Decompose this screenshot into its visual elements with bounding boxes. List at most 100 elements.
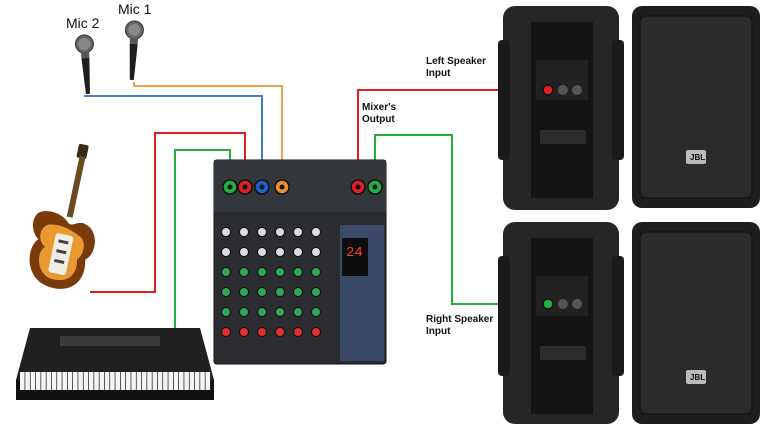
mixer-knob <box>275 267 285 277</box>
mixer-knob <box>275 287 285 297</box>
mixer-knob <box>275 307 285 317</box>
white-key <box>157 372 163 390</box>
mic2-label: Mic 2 <box>66 15 100 31</box>
right-speaker-front: JBL <box>632 222 760 424</box>
mixer-knob <box>257 327 267 337</box>
mixer-knob <box>293 307 303 317</box>
mixer-knob <box>311 287 321 297</box>
mic1-label: Mic 1 <box>118 1 152 17</box>
white-key <box>99 372 105 390</box>
white-key <box>205 372 211 390</box>
mic2-cable <box>84 95 263 180</box>
white-key <box>88 372 94 390</box>
white-key <box>152 372 158 390</box>
mixer-knob <box>293 267 303 277</box>
mixer: 24 <box>213 159 387 365</box>
mixer-knob <box>275 247 285 257</box>
white-key <box>20 372 25 390</box>
left-speaker-input-label: Left Speaker Input <box>426 56 486 80</box>
white-key <box>78 372 83 390</box>
white-key <box>46 372 52 390</box>
white-key <box>51 372 57 390</box>
mixer-knob <box>239 267 249 277</box>
mic1-jack <box>274 179 290 195</box>
right-output-jack <box>367 179 383 195</box>
right-speaker-input-line1: Right Speaker <box>426 314 494 325</box>
mixer-knob <box>293 287 303 297</box>
white-key <box>120 372 126 390</box>
white-key <box>73 372 78 390</box>
white-key <box>57 372 62 390</box>
left-speaker-back <box>498 6 624 210</box>
mixer-knob <box>221 247 231 257</box>
mixer-knob <box>221 267 231 277</box>
mixer-output-line1: Mixer's <box>362 102 397 113</box>
left-output-cable <box>357 89 547 180</box>
mixer-knob <box>221 307 231 317</box>
mixer-knob <box>275 327 285 337</box>
mixer-knob <box>257 267 267 277</box>
white-key <box>141 372 147 390</box>
white-key <box>62 372 67 390</box>
mixer-knob <box>221 327 231 337</box>
mixer-knob <box>221 287 231 297</box>
mixer-knob <box>311 267 321 277</box>
white-key <box>194 372 200 390</box>
keyboard-jack <box>222 179 238 195</box>
left-speaker-front: JBL <box>632 6 760 208</box>
mixer-knob <box>257 227 267 237</box>
white-key <box>136 372 142 390</box>
mixer-knob <box>239 307 249 317</box>
electric-guitar <box>29 143 95 289</box>
white-key <box>35 372 41 390</box>
left-speaker-input-line1: Left Speaker <box>426 56 487 67</box>
white-key <box>30 372 36 390</box>
white-key <box>189 372 195 390</box>
mixer-knob <box>311 327 321 337</box>
white-key <box>67 372 73 390</box>
white-key <box>83 372 89 390</box>
keyboard-keys <box>20 372 211 390</box>
mixer-output-label: Mixer's Output <box>362 102 396 126</box>
mixer-knob <box>239 287 249 297</box>
white-key <box>184 372 189 390</box>
mixer-knob <box>257 247 267 257</box>
mixer-knob <box>293 227 303 237</box>
mixer-knob <box>257 287 267 297</box>
white-key <box>41 372 46 390</box>
white-key <box>168 372 173 390</box>
white-key <box>110 372 115 390</box>
white-key <box>179 372 184 390</box>
mixer-knob <box>311 247 321 257</box>
left-speaker-input-line2: Input <box>426 68 451 79</box>
right-speaker-back <box>498 222 624 424</box>
guitar-cable <box>90 132 246 293</box>
white-key <box>147 372 152 390</box>
white-key <box>163 372 168 390</box>
mixer-knob <box>239 247 249 257</box>
mixer-knobs <box>221 227 321 337</box>
mixer-knob <box>293 327 303 337</box>
white-key <box>173 372 179 390</box>
mic1-cable <box>133 82 283 180</box>
white-key <box>94 372 99 390</box>
right-speaker-logo: JBL <box>690 373 705 382</box>
mixer-knob <box>221 227 231 237</box>
right-speaker-input-line2: Input <box>426 326 451 337</box>
white-key <box>200 372 205 390</box>
mixer-knob <box>275 227 285 237</box>
keyboard <box>16 328 214 400</box>
mixer-knob <box>239 227 249 237</box>
mixer-knob <box>257 307 267 317</box>
right-output-cable <box>374 134 547 305</box>
white-key <box>126 372 131 390</box>
white-key <box>115 372 120 390</box>
mic-1 <box>124 20 144 81</box>
mixer-knob <box>293 247 303 257</box>
mic-2 <box>74 34 94 95</box>
mixer-display-number: 24 <box>346 245 363 261</box>
left-output-jack <box>350 179 366 195</box>
white-key <box>131 372 136 390</box>
white-key <box>104 372 110 390</box>
